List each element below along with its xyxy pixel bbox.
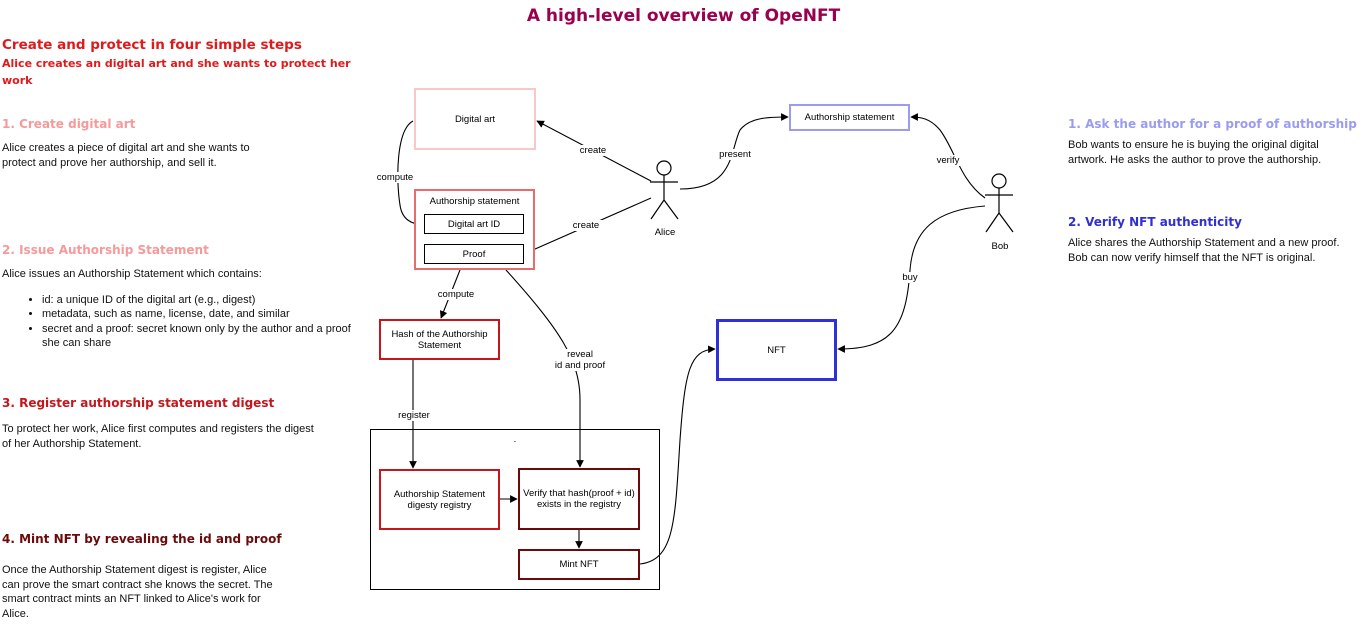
node-label: Verify that hash(proof + id) exists in t… xyxy=(523,488,635,510)
step-title: 4. Mint NFT by revealing the id and proo… xyxy=(2,532,282,546)
edge-reveal xyxy=(505,269,584,468)
bob-label: Bob xyxy=(986,241,1014,252)
step-title: 2. Issue Authorship Statement xyxy=(2,243,209,257)
edge-label-create: create xyxy=(570,220,602,231)
edge-label-verify: verify xyxy=(933,155,963,166)
node-label: Authorship Statement digesty registry xyxy=(393,488,486,511)
node-label: Digital art xyxy=(454,113,496,125)
step-title: 3. Register authorship statement digest xyxy=(2,396,275,410)
bullet-list: id: a unique ID of the digital art (e.g.… xyxy=(2,293,362,351)
list-item: metadata, such as name, license, date, a… xyxy=(42,307,362,322)
step-body: Alice creates a piece of digital art and… xyxy=(2,142,250,169)
list-item: id: a unique ID of the digital art (e.g.… xyxy=(42,293,362,308)
node-registry: Authorship Statement digesty registry xyxy=(379,469,500,530)
node-nft: NFT xyxy=(716,319,837,381)
smart-contract-container: . xyxy=(370,429,660,590)
alice-actor-icon xyxy=(650,160,679,220)
step-ask-proof: 1. Ask the author for a proof of authors… xyxy=(1068,117,1358,167)
page-title: A high-level overview of OpeNFT xyxy=(526,6,841,26)
node-label: NFT xyxy=(767,344,786,356)
node-mint-nft: Mint NFT xyxy=(518,549,640,580)
step-body: Alice shares the Authorship Statement an… xyxy=(1068,237,1340,264)
step-create-digital-art: 1. Create digital art Alice creates a pi… xyxy=(2,117,357,170)
node-label: Hash of the Authorship Statement xyxy=(391,328,488,351)
step-body: Alice issues an Authorship Statement whi… xyxy=(2,268,262,280)
step-body: Bob wants to ensure he is buying the ori… xyxy=(1068,139,1322,166)
bob-actor-icon xyxy=(985,173,1014,233)
alice-label: Alice xyxy=(650,227,680,238)
list-item: secret and a proof: secret known only by… xyxy=(42,322,362,351)
node-proof: Proof xyxy=(424,244,524,264)
edge-label-register: register xyxy=(393,410,435,421)
node-label: Proof xyxy=(462,248,486,260)
step-mint-nft: 4. Mint NFT by revealing the id and proo… xyxy=(2,532,357,621)
edge-label-reveal: reveal id and proof xyxy=(549,349,611,371)
step-body: Once the Authorship Statement digest is … xyxy=(2,564,273,620)
edge-present xyxy=(679,113,789,190)
left-subheading: Alice creates an digital art and she wan… xyxy=(2,57,351,87)
step-verify-nft: 2. Verify NFT authenticity Alice shares … xyxy=(1068,215,1358,265)
node-verify: Verify that hash(proof + id) exists in t… xyxy=(518,468,640,530)
edge-verify-bob xyxy=(910,113,986,199)
container-dot: . xyxy=(513,434,517,445)
step-title: 1. Create digital art xyxy=(2,117,136,131)
node-hash: Hash of the Authorship Statement xyxy=(379,319,500,360)
node-digital-art-id: Digital art ID xyxy=(424,214,524,234)
edge-buy xyxy=(837,205,986,353)
edge-label-compute: compute xyxy=(434,289,478,300)
step-issue-authorship: 2. Issue Authorship Statement Alice issu… xyxy=(2,243,357,351)
node-label: Authorship statement xyxy=(429,196,520,207)
step-title: 1. Ask the author for a proof of authors… xyxy=(1068,117,1357,131)
edge-label-present: present xyxy=(715,149,755,160)
left-heading: Create and protect in four simple steps xyxy=(2,37,302,53)
node-digital-art: Digital art xyxy=(414,88,536,150)
edge-mint-nft xyxy=(639,345,716,565)
edge-compute-id xyxy=(397,120,424,229)
node-label: Mint NFT xyxy=(559,559,599,570)
node-label: Digital art ID xyxy=(447,218,501,230)
edge-label-compute: compute xyxy=(373,172,417,183)
node-label: Authorship statement xyxy=(804,112,895,123)
node-authorship-statement-bob: Authorship statement xyxy=(789,104,910,131)
edge-label-buy: buy xyxy=(899,272,921,283)
step-register-digest: 3. Register authorship statement digest … xyxy=(2,396,357,451)
step-body: To protect her work, Alice first compute… xyxy=(2,423,314,450)
step-title: 2. Verify NFT authenticity xyxy=(1068,215,1242,229)
edge-label-create: create xyxy=(577,145,609,156)
left-heading-block: Create and protect in four simple steps … xyxy=(2,37,357,89)
